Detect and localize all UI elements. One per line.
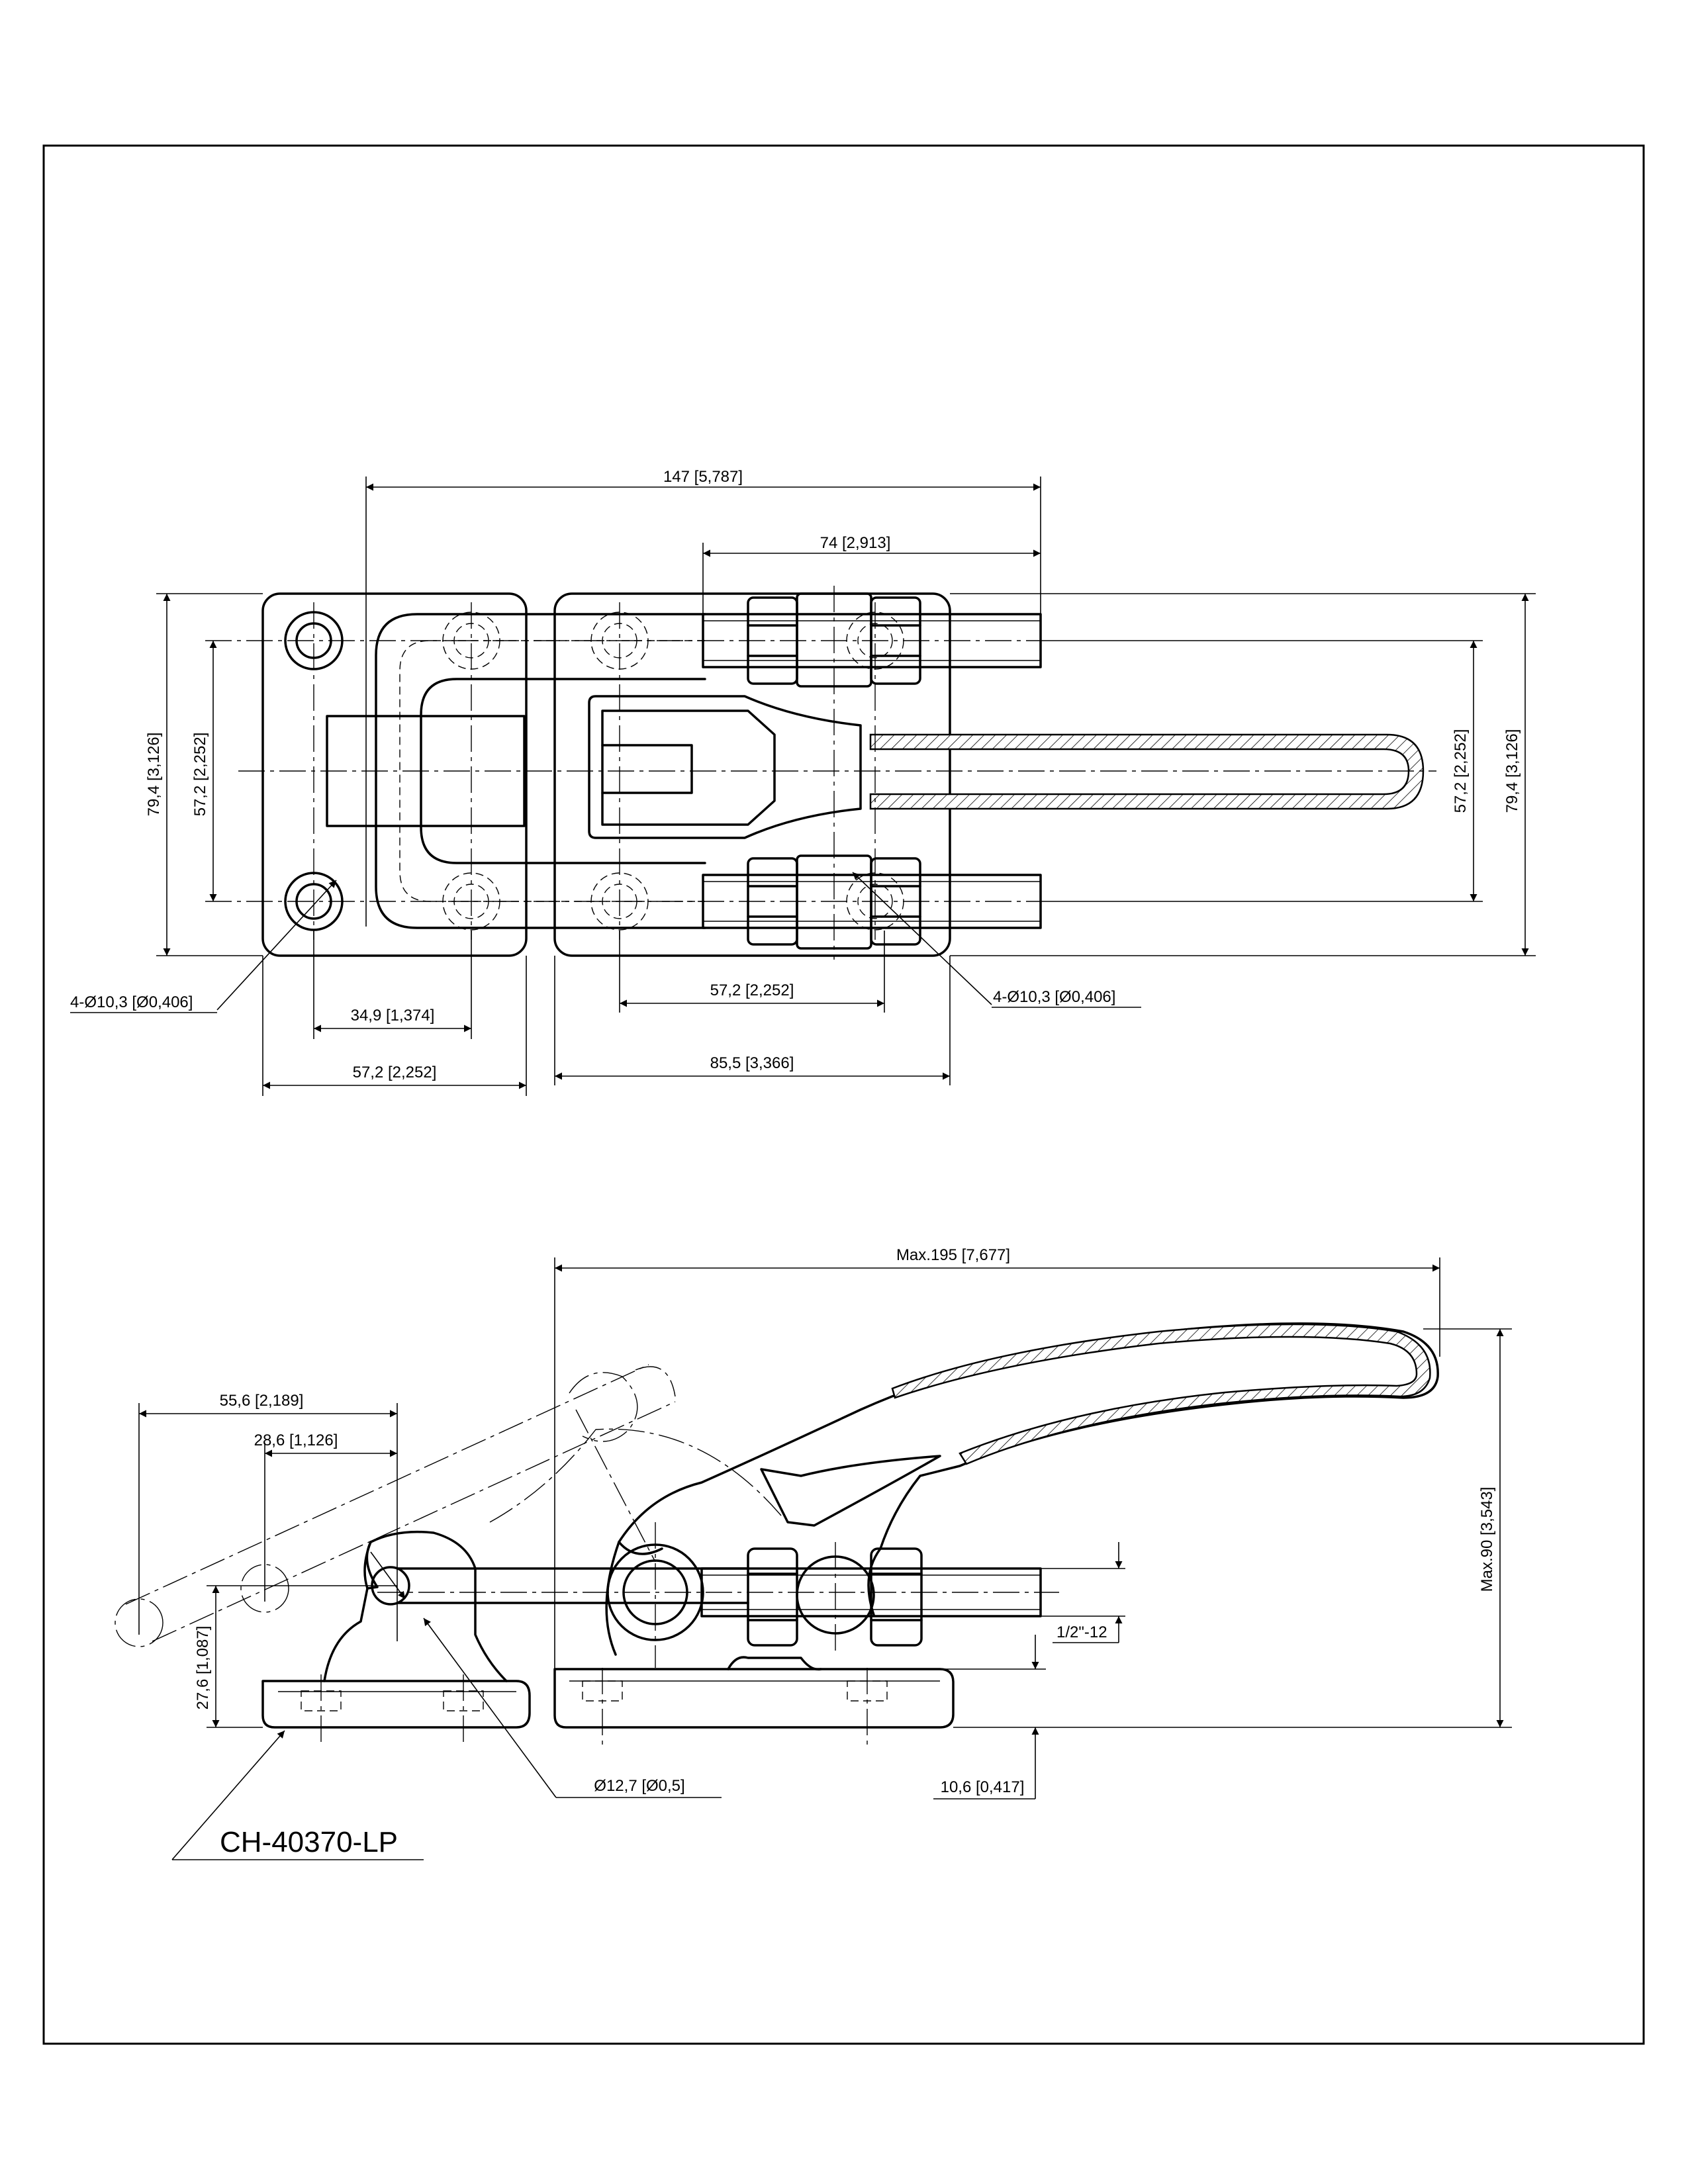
dim-overall-length: 147 [5,787] — [663, 468, 743, 486]
dim-thread: 1/2"-12 — [1056, 1623, 1107, 1641]
dim-max-length: Max.195 [7,677] — [896, 1246, 1010, 1264]
top-view-center-lines — [205, 586, 1436, 960]
handle-grip-top — [869, 733, 1425, 810]
handle-grip-side — [891, 1323, 1431, 1465]
side-view-dimension-lines — [138, 1257, 1512, 1860]
dim-base-thickness: 10,6 [0,417] — [941, 1778, 1025, 1796]
dim-height-right: 79,4 [3,126] — [1503, 729, 1521, 813]
drawing-frame — [42, 144, 1645, 2045]
part-number-label: CH-40370-LP — [220, 1826, 398, 1858]
dim-hook-height: 27,6 [1,087] — [194, 1626, 212, 1710]
clevis-body — [588, 695, 862, 839]
side-view: Max.195 [7,677] Max.90 [3,543] 55,6 [2,1… — [115, 1246, 1512, 1860]
dim-pin-diameter: Ø12,7 [Ø0,5] — [594, 1777, 684, 1795]
dim-holes-right: 4-Ø10,3 [Ø0,406] — [993, 988, 1115, 1006]
dim-reach-outer: 55,6 [2,189] — [220, 1392, 304, 1410]
top-view: 147 [5,787] 74 [2,913] 79,4 [3,126] 57,2… — [70, 468, 1536, 1096]
top-view-dimension-lines — [156, 477, 1536, 1096]
dim-right-base-width: 85,5 [3,366] — [710, 1054, 794, 1072]
handle-lever — [605, 1322, 1439, 1656]
dim-height-left: 79,4 [3,126] — [145, 733, 163, 817]
clamp-base-side — [553, 1668, 955, 1729]
dim-reach-inner: 28,6 [1,126] — [254, 1432, 338, 1449]
dim-left-base-width: 57,2 [2,252] — [353, 1064, 437, 1081]
open-position-phantom — [115, 1364, 782, 1647]
left-base-plate — [261, 592, 528, 957]
nut-front-side — [747, 1547, 798, 1647]
dim-right-hole-pitch: 57,2 [2,252] — [710, 981, 794, 999]
catch-base-side — [261, 1680, 531, 1729]
dim-hole-spacing-left: 57,2 [2,252] — [191, 733, 209, 817]
right-base-plate — [553, 592, 951, 957]
side-view-center-lines — [377, 1522, 1059, 1668]
side-hidden-bolts — [301, 1668, 888, 1747]
catch-hook — [323, 1530, 508, 1682]
dim-holes-left: 4-Ø10,3 [Ø0,406] — [70, 993, 193, 1011]
nut-rear-side — [870, 1547, 923, 1647]
dim-left-hole-pitch: 34,9 [1,374] — [351, 1007, 435, 1024]
dim-handle-offset: 74 [2,913] — [820, 534, 891, 552]
dim-max-height: Max.90 [3,543] — [1478, 1487, 1496, 1592]
dim-hole-spacing-right: 57,2 [2,252] — [1452, 729, 1470, 813]
latch-rod — [396, 1567, 749, 1604]
